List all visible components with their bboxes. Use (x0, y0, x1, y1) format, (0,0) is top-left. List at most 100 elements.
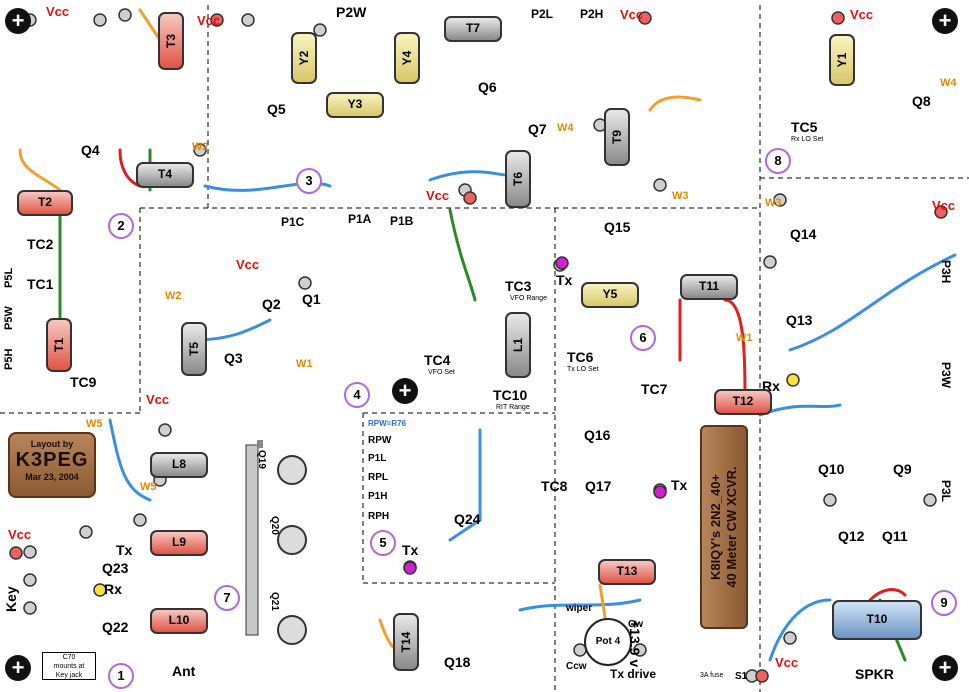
solder-pad (823, 493, 837, 507)
colored-pad (755, 669, 769, 683)
fuse-label: 3A fuse (700, 672, 724, 679)
solder-pad (773, 193, 787, 207)
solder-pad (313, 23, 327, 37)
rit-switch-label: P1H (368, 491, 388, 502)
wire-trace (868, 588, 907, 602)
q19-label: Q19 (256, 450, 267, 469)
t5-label: T5 (187, 341, 201, 357)
heatsink-tab (257, 440, 263, 448)
wire-label-w5: W5 (86, 418, 103, 430)
solder-pad (193, 143, 207, 157)
tc3-desc: VFO Range (510, 295, 547, 302)
t10-label: T10 (866, 612, 888, 626)
colored-pad (93, 583, 107, 597)
l8-label: L8 (171, 457, 186, 471)
wire-trace (18, 148, 62, 192)
t5-transformer: T5 (181, 322, 207, 376)
tx-label: Tx (556, 272, 573, 288)
colored-pad (653, 485, 667, 499)
supply-voltage-label: +13.9 v (627, 620, 643, 668)
solder-pad (23, 573, 37, 587)
tc10-label: TC10 (493, 387, 528, 403)
tc5-label: TC5 (791, 119, 818, 135)
note-line: Key jack (55, 672, 83, 679)
tc5-desc: Rx LO Set (791, 136, 824, 143)
q17-label: Q17 (585, 478, 612, 494)
t4-transformer: T4 (136, 162, 194, 188)
wire-trace (648, 95, 702, 112)
wire-label-w1: W1 (296, 358, 313, 370)
mounting-hole-icon: + (5, 655, 31, 681)
tc4-desc: VFO Set (428, 369, 455, 376)
rpw-label: RPW=R76 (368, 419, 407, 428)
tx-label: Tx (116, 542, 133, 558)
q21-label: Q21 (269, 592, 280, 611)
solder-pad (23, 545, 37, 559)
wire-label-w2: W2 (192, 141, 209, 153)
p1c-label: P1C (281, 215, 305, 229)
wire-label-w3: W3 (765, 197, 782, 209)
t4-label: T4 (157, 167, 172, 181)
q18-label: Q18 (444, 654, 471, 670)
t1-transformer: T1 (46, 318, 72, 372)
pot4[interactable]: Pot 4 (584, 618, 632, 666)
vcc-label: Vcc (932, 198, 956, 213)
l9-inductor: L9 (150, 530, 208, 556)
tc7-label: TC7 (641, 381, 668, 397)
wire-label-w4: W4 (557, 122, 574, 134)
section-number: 6 (630, 325, 656, 351)
t3-label: T3 (164, 33, 178, 49)
t6-label: T6 (511, 171, 525, 187)
l1-label: L1 (511, 337, 525, 353)
t2-label: T2 (37, 195, 52, 209)
t12-transformer: T12 (714, 389, 772, 415)
colored-pad (831, 11, 845, 25)
t12-label: T12 (732, 394, 754, 408)
q1-label: Q1 (302, 291, 321, 307)
wire-trace (788, 253, 957, 352)
y2-label: Y2 (297, 50, 311, 66)
t13-label: T13 (616, 564, 638, 578)
tc2-label: TC2 (27, 236, 54, 252)
tc6-label: TC6 (567, 349, 594, 365)
p5l-label: P5L (3, 267, 15, 288)
solder-pad (653, 178, 667, 192)
wire-trace (758, 403, 842, 417)
wire-label-w4: W4 (940, 77, 957, 89)
l8-inductor: L8 (150, 452, 208, 478)
t13-transformer: T13 (598, 559, 656, 585)
section-number: 5 (370, 530, 396, 556)
q2-label: Q2 (262, 296, 281, 312)
vcc-label: Vcc (426, 188, 450, 203)
section-number: 3 (296, 168, 322, 194)
p2h-label: P2H (580, 7, 604, 21)
wire-trace (448, 208, 477, 302)
p5h-label: P5H (3, 348, 15, 370)
l9-label: L9 (171, 535, 186, 549)
q7-label: Q7 (528, 121, 547, 137)
t14-transformer: T14 (393, 613, 419, 671)
vcc-label: Vcc (850, 7, 874, 22)
q9-label: Q9 (893, 461, 912, 477)
t7-label: T7 (465, 21, 480, 35)
rit-switch-label: RPL (368, 472, 388, 483)
y3-label: Y3 (347, 97, 363, 111)
tc10-desc: RIT Range (496, 404, 530, 411)
ant-label: Ant (172, 663, 196, 679)
t11-label: T11 (698, 279, 719, 293)
q23-label: Q23 (102, 560, 129, 576)
vcc-label: Vcc (146, 392, 170, 407)
section-number: 9 (931, 590, 957, 616)
q8-label: Q8 (912, 93, 931, 109)
y1-crystal: Y1 (829, 34, 855, 86)
y5-crystal: Y5 (581, 282, 639, 308)
p3w-label: P3W (939, 362, 953, 389)
vcc-label: Vcc (236, 257, 260, 272)
t3-transformer: T3 (158, 12, 184, 70)
solder-pad (633, 643, 647, 657)
y4-crystal: Y4 (394, 32, 420, 84)
rit-switch-label: P1L (368, 453, 387, 464)
t10-transformer: T10 (832, 600, 922, 640)
credit-plate: Layout by K3PEG Mar 23, 2004 (8, 432, 96, 498)
p5w-label: P5W (3, 306, 15, 330)
